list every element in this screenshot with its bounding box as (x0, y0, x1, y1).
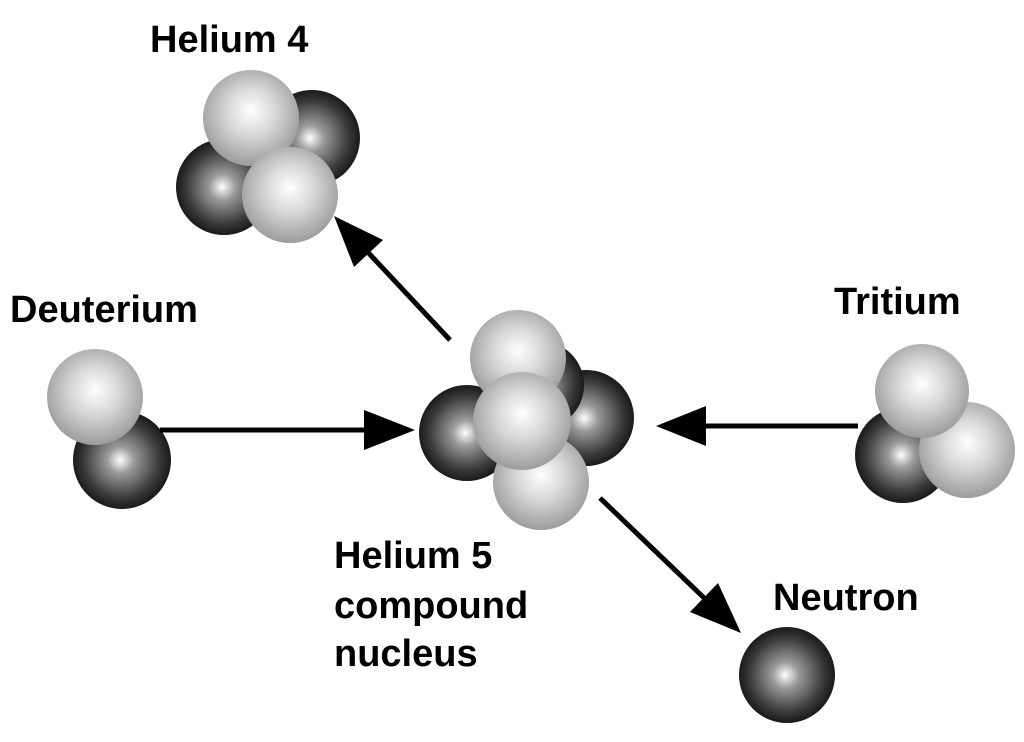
helium5-label-line2: compound (334, 585, 528, 627)
helium4-proton-top (203, 70, 299, 166)
deuterium-proton (47, 349, 143, 445)
deuterium-nucleus (47, 349, 171, 509)
helium5-compound-nucleus (419, 310, 634, 530)
helium4-proton-bottom (242, 147, 338, 243)
arrow-tritium-to-helium5-head (656, 406, 706, 446)
arrow-helium5-to-helium4-head (334, 216, 383, 267)
reaction-arrows (160, 216, 858, 633)
neutron-label: Neutron (773, 577, 919, 619)
arrow-helium5-to-neutron-head (690, 583, 741, 633)
tritium-nucleus (855, 344, 1015, 503)
arrow-deuterium-to-helium5-head (364, 410, 415, 450)
helium5-proton-center (473, 372, 571, 470)
helium4-label: Helium 4 (150, 19, 308, 61)
tritium-proton-top (875, 344, 969, 438)
tritium-label: Tritium (834, 281, 961, 323)
helium5-label-line1: Helium 5 (334, 535, 492, 577)
deuterium-label: Deuterium (10, 289, 198, 331)
helium4-nucleus (176, 70, 360, 243)
free-neutron (739, 627, 835, 723)
helium5-label-line3: nucleus (334, 633, 478, 675)
